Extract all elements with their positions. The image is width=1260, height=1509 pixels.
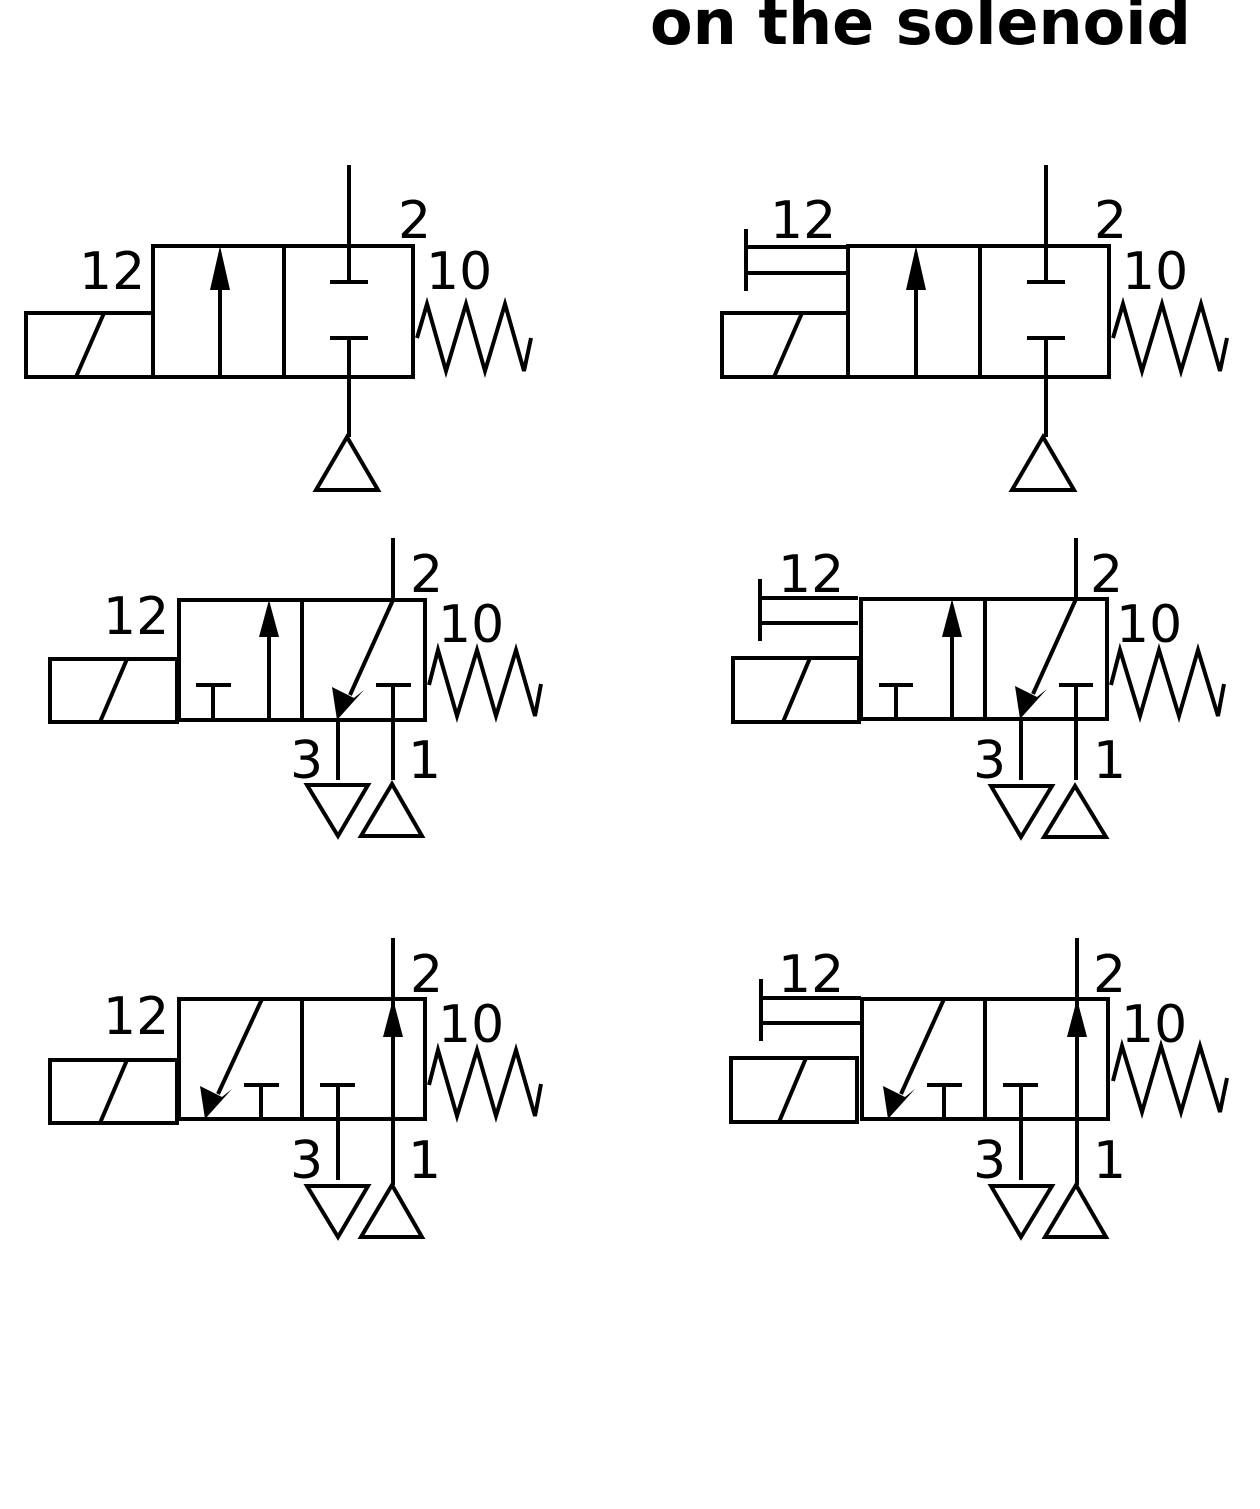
valve-body [177, 598, 427, 722]
flow-arrow-icon [1067, 938, 1087, 1185]
valve-symbol-3-2-no: 12 2 10 3 1 [48, 938, 543, 1241]
valve-body [860, 997, 1110, 1121]
port-label-10: 10 [438, 595, 504, 655]
port-label-1: 1 [408, 1131, 441, 1191]
port-label-3: 3 [290, 1131, 323, 1191]
solenoid-icon [48, 1058, 179, 1125]
pressure-source-icon [357, 1181, 426, 1239]
blocked-port-icon [244, 1083, 279, 1119]
exhaust-icon [987, 1184, 1056, 1241]
manual-override-icon [758, 579, 858, 641]
spring-icon [1111, 1038, 1229, 1120]
flow-arrow-icon [383, 938, 403, 1185]
port-label-10: 10 [438, 995, 504, 1055]
valve-symbol-3-2-nc-override: 12 2 10 3 1 [731, 538, 1226, 841]
port-label-12: 12 [778, 545, 844, 605]
port-label-2: 2 [410, 545, 443, 605]
solenoid-icon [731, 656, 861, 724]
flow-arrow-icon [942, 599, 962, 719]
exhaust-flow-arrow-icon [883, 998, 946, 1119]
port-label-10: 10 [1121, 995, 1187, 1055]
port-label-12: 12 [79, 242, 145, 302]
blocked-port-icon [196, 683, 231, 720]
blocked-port-icon [320, 1083, 355, 1180]
exhaust-flow-arrow-icon [200, 998, 264, 1119]
valve-body [859, 597, 1109, 721]
solenoid-icon [48, 657, 179, 724]
port-label-12: 12 [103, 987, 169, 1047]
exhaust-icon [303, 1184, 372, 1241]
solenoid-icon [720, 311, 850, 379]
port-label-3: 3 [973, 731, 1006, 791]
blocked-port-icon [1003, 1083, 1038, 1180]
exhaust-flow-arrow-icon [332, 599, 395, 720]
exhaust-flow-arrow-icon [1015, 598, 1078, 719]
pressure-source-icon [357, 780, 426, 838]
port-label-12: 12 [778, 945, 844, 1005]
solenoid-icon [729, 1056, 859, 1124]
spring-icon [415, 296, 533, 379]
blocked-port-icon [376, 683, 411, 720]
valve-body [177, 997, 427, 1121]
port-label-12: 12 [770, 191, 836, 251]
pressure-source-icon [1041, 1181, 1110, 1239]
solenoid-icon [24, 311, 155, 379]
blocked-port-icon [1027, 165, 1065, 437]
spring-icon [1111, 296, 1229, 379]
valve-body [846, 244, 1111, 379]
manual-override-icon [744, 229, 848, 291]
valve-body [151, 244, 415, 379]
exhaust-icon [303, 783, 372, 840]
port-label-2: 2 [1090, 545, 1123, 605]
port-label-2: 2 [398, 191, 431, 251]
blocked-port-icon [879, 683, 913, 719]
valve-symbol-2-2-nc: 12 2 10 [24, 165, 533, 492]
pressure-source-icon [1008, 433, 1078, 492]
diagram-title: on the solenoid [650, 0, 1191, 59]
manual-override-icon [759, 979, 861, 1041]
exhaust-icon [987, 784, 1056, 841]
port-label-3: 3 [290, 731, 323, 791]
port-label-2: 2 [410, 945, 443, 1005]
flow-arrow-icon [906, 246, 926, 377]
valve-symbol-2-2-nc-override: 12 2 10 [720, 165, 1229, 492]
blocked-port-icon [1059, 683, 1093, 719]
spring-icon [427, 1042, 543, 1124]
port-label-1: 1 [408, 731, 441, 791]
pressure-source-icon [1040, 782, 1110, 839]
spring-icon [1109, 642, 1226, 724]
blocked-port-icon [330, 165, 368, 437]
valve-symbol-3-2-no-override: 12 2 10 3 1 [729, 938, 1229, 1241]
port-label-2: 2 [1094, 191, 1127, 251]
port-label-10: 10 [1122, 242, 1188, 302]
port-label-10: 10 [426, 242, 492, 302]
port-label-1: 1 [1093, 731, 1126, 791]
blocked-port-icon [927, 1083, 962, 1119]
port-label-3: 3 [973, 1131, 1006, 1191]
flow-arrow-icon [210, 246, 230, 377]
port-label-12: 12 [103, 587, 169, 647]
valve-symbol-3-2-nc: 12 2 10 3 1 [48, 538, 543, 840]
port-label-10: 10 [1116, 595, 1182, 655]
flow-arrow-icon [259, 600, 279, 720]
port-label-2: 2 [1093, 945, 1126, 1005]
port-label-1: 1 [1093, 1131, 1126, 1191]
spring-icon [427, 642, 543, 724]
pressure-source-icon [312, 433, 382, 492]
